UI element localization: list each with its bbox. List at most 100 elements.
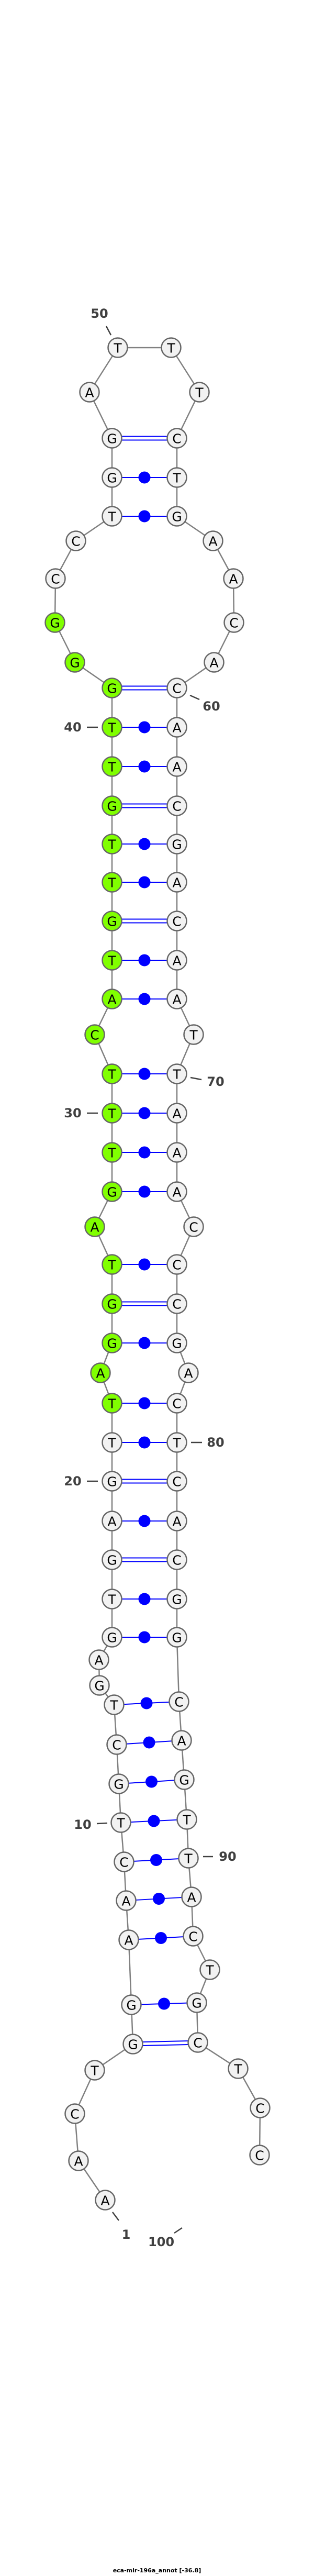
nucleotide-98: C	[249, 2145, 270, 2166]
nucleotide-35: G	[102, 911, 122, 931]
nucleotide-letter: T	[172, 471, 181, 486]
nucleotide-letter: G	[192, 1996, 201, 2011]
nucleotide-68: A	[166, 989, 187, 1009]
nucleotide-60: C	[166, 678, 187, 698]
nucleotide-letter: T	[233, 2062, 242, 2077]
nucleotide-circle	[102, 834, 122, 854]
nucleotide-82: A	[166, 1511, 187, 1531]
nucleotide-circle	[166, 1589, 187, 1609]
wobble-au-pair-bond	[138, 1932, 184, 1944]
nucleotide-circle	[95, 2190, 116, 2211]
nucleotide-21: T	[102, 1432, 122, 1453]
nucleotide-circle	[199, 1959, 220, 1980]
nucleotide-letter: C	[51, 572, 60, 587]
position-tick	[190, 1076, 202, 1081]
wobble-au-pair-bond	[122, 993, 167, 1005]
nucleotide-letter: C	[172, 1474, 181, 1490]
nucleotide-letter: T	[107, 1146, 116, 1161]
position-label-90: 90	[219, 1849, 236, 1864]
bond-dot	[138, 510, 151, 523]
wobble-au-pair-bond	[122, 838, 167, 850]
bond-dot	[138, 1593, 151, 1605]
nucleotide-letter: T	[107, 1106, 116, 1122]
nucleotide-circle	[166, 1333, 187, 1353]
gc-pair-bond	[122, 1557, 167, 1562]
bond-dot	[138, 1397, 151, 1409]
nucleotide-circle	[166, 989, 187, 1009]
nucleotide-circle	[176, 1809, 197, 1830]
nucleotide-97: C	[250, 2097, 271, 2118]
nucleotide-letter: T	[116, 1816, 125, 1831]
nucleotide-79: C	[166, 1393, 187, 1414]
nucleotide-2: A	[68, 2150, 89, 2171]
wobble-au-pair-bond	[136, 1893, 182, 1905]
nucleotide-circle	[84, 1024, 105, 1045]
nucleotide-letter: G	[172, 837, 182, 852]
nucleotide-letter: G	[107, 799, 117, 814]
gc-pair-bond	[122, 918, 167, 924]
wobble-au-pair-bond	[122, 1593, 167, 1605]
nucleotide-45: C	[65, 530, 86, 551]
nucleotide-letter: G	[107, 1336, 117, 1351]
bond-line	[143, 2044, 188, 2047]
nucleotide-circle	[186, 1992, 207, 2013]
nucleotide-letter: G	[107, 471, 117, 486]
nucleotide-letter: C	[119, 1855, 128, 1870]
nucleotide-48: G	[102, 428, 122, 449]
nucleotide-letter: A	[177, 1734, 186, 1749]
nucleotide-letter: G	[107, 1185, 117, 1200]
nucleotide-letter: T	[107, 953, 116, 969]
nucleotide-75: C	[166, 1254, 187, 1275]
nucleotide-letter: T	[107, 1258, 116, 1273]
nucleotide-letter: T	[107, 720, 116, 736]
nucleotide-circle	[166, 834, 187, 854]
wobble-au-pair-bond	[141, 1997, 187, 2010]
position-label-40: 40	[64, 720, 81, 735]
nucleotide-circle	[183, 1216, 204, 1237]
bond-dot	[138, 1337, 151, 1349]
nucleotide-circle	[116, 1890, 137, 1911]
nucleotide-letter: A	[184, 1366, 193, 1381]
gc-pair-bond	[122, 436, 167, 441]
nucleotide-circle	[166, 756, 187, 777]
nucleotide-20: G	[102, 1471, 122, 1492]
nucleotide-circle	[166, 911, 187, 931]
nucleotide-37: T	[102, 834, 122, 854]
nucleotide-54: T	[166, 467, 187, 488]
position-label-100: 100	[148, 2235, 174, 2249]
bond-dot	[138, 954, 151, 967]
wobble-au-pair-bond	[122, 1068, 167, 1080]
nucleotide-letter: T	[166, 341, 175, 356]
nucleotides: AACTGGAACTGCTGAGTGAGTTAGGTAGTTTCATGTTGTT…	[44, 337, 271, 2211]
nucleotide-43: G	[44, 612, 65, 633]
nucleotide-letter: A	[172, 953, 181, 969]
nucleotide-letter: G	[172, 1592, 182, 1607]
bond-dot	[155, 1932, 167, 1944]
nucleotide-letter: A	[85, 385, 94, 401]
nucleotide-letter: C	[172, 1297, 181, 1312]
nucleotide-letter: G	[107, 1474, 117, 1490]
nucleotide-circle	[102, 756, 122, 777]
nucleotide-88: G	[174, 1769, 195, 1790]
gc-pair-bond	[142, 2040, 188, 2047]
nucleotide-circle	[110, 1812, 131, 1833]
nucleotide-circle	[108, 1773, 129, 1794]
nucleotide-circle	[166, 1103, 187, 1124]
wobble-au-pair-bond	[126, 1736, 172, 1749]
nucleotide-circle	[166, 678, 187, 698]
nucleotide-circle	[166, 717, 187, 738]
nucleotide-circle	[102, 950, 122, 971]
nucleotide-14: G	[89, 1675, 110, 1696]
nucleotide-letter: T	[107, 509, 116, 525]
nucleotide-46: T	[102, 506, 122, 527]
nucleotide-59: A	[204, 652, 225, 673]
nucleotide-circle	[68, 2150, 89, 2171]
nucleotide-32: C	[84, 1024, 105, 1045]
position-tick	[96, 1822, 108, 1825]
nucleotide-circle	[102, 1471, 122, 1492]
nucleotide-10: T	[110, 1812, 131, 1833]
nucleotide-circle	[121, 1994, 142, 2015]
nucleotide-letter: A	[121, 1894, 130, 1909]
nucleotide-80: T	[166, 1432, 187, 1453]
nucleotide-letter: T	[189, 1028, 198, 1043]
